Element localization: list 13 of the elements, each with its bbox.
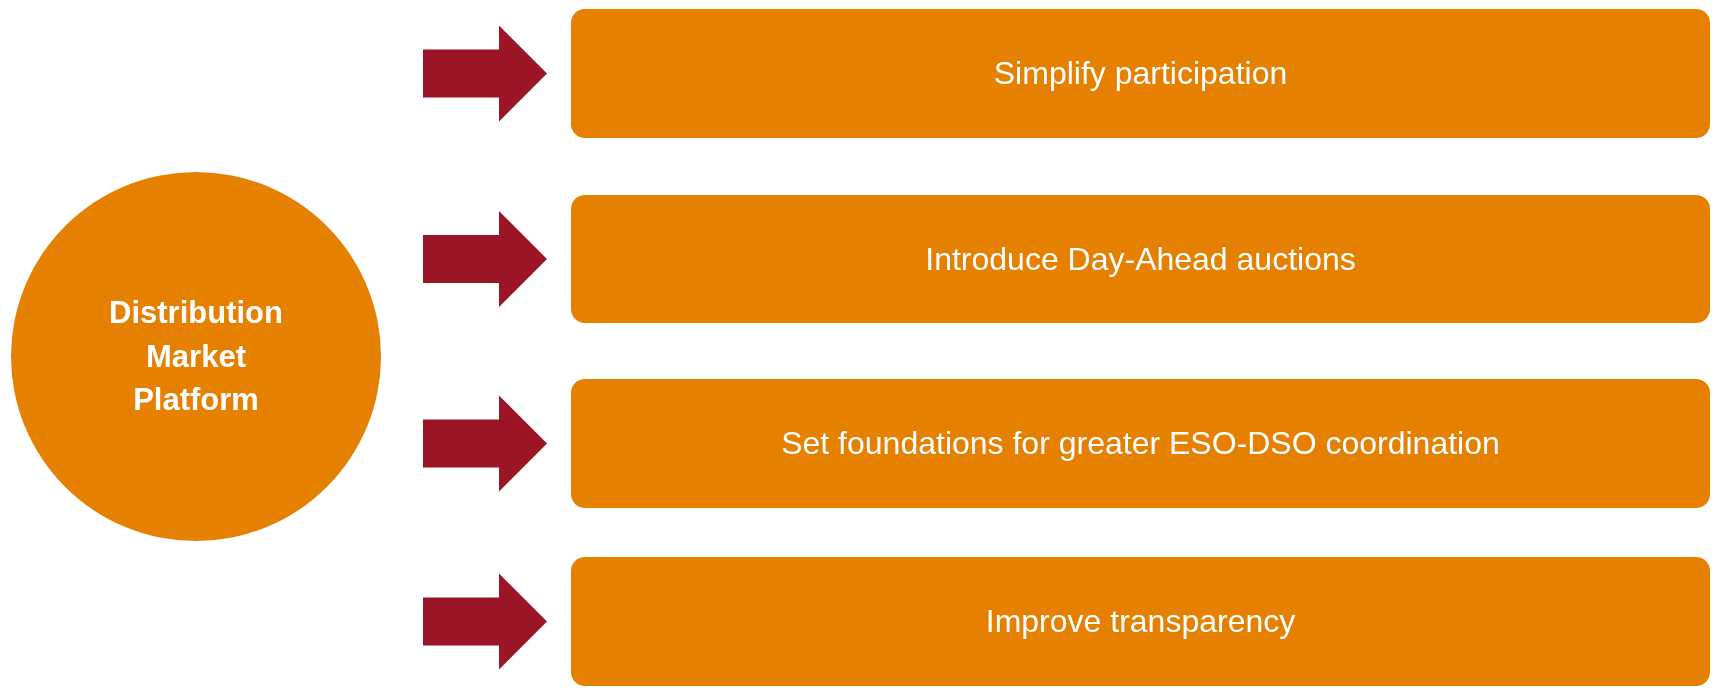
goal-label: Improve transparency	[985, 603, 1296, 640]
platform-title: Distribution Market Platform	[108, 294, 284, 420]
goal-box	[571, 195, 1710, 323]
goal-box	[571, 557, 1710, 686]
block-arrow	[423, 211, 547, 307]
block-arrow	[423, 25, 547, 122]
goal-box	[571, 379, 1710, 508]
block-arrow	[423, 395, 547, 492]
goal-label: Simplify participation	[993, 55, 1288, 92]
goal-label: Set foundations for greater ESO-DSO coordination	[781, 425, 1500, 462]
block-arrow	[423, 573, 547, 670]
goal-box	[571, 9, 1710, 138]
goal-label: Introduce Day-Ahead auctions	[925, 240, 1356, 278]
